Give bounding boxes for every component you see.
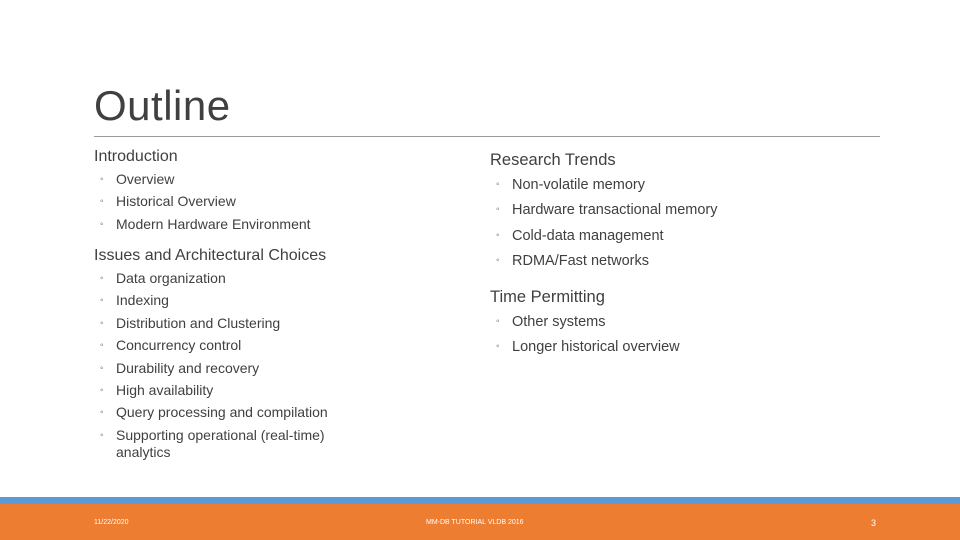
list-item: ◦ Longer historical overview [490,338,680,363]
bullet-icon: ◦ [100,340,104,352]
list-item-label: Data organization [116,270,226,286]
bullet-icon: ◦ [100,196,104,208]
page-number: 3 [871,518,877,528]
bullet-icon: ◦ [496,254,500,266]
bullet-icon: ◦ [496,316,500,327]
section-heading-issues: Issues and Architectural Choices [94,247,327,264]
footer-band [0,497,960,540]
bullet-icon: ◦ [100,407,104,419]
bullet-icon: ◦ [100,429,104,441]
list-item-label: Cold-data management [512,227,664,244]
bullet-icon: ◦ [100,218,104,230]
list-item-label: High availability [116,381,214,398]
bullet-icon: ◦ [496,229,500,241]
list-item-label: Other systems [512,314,606,330]
list-item-label: Query processing and compilation [116,404,328,421]
footer-title: MM-DB TUTORIAL VLDB 2016 [426,519,524,526]
list-item: ◦ Indexing [94,292,356,314]
list-item: ◦ Overview [94,171,311,193]
slide-title: Outline [94,82,231,129]
list-item: ◦ Query processing and compilation [94,404,356,426]
bullet-icon: ◦ [100,362,104,374]
introduction-list: ◦ Overview ◦ Historical Overview ◦ Modern H… [94,171,311,238]
list-item-label: Non-volatile memory [512,177,645,193]
research-trends-list: ◦ Non-volatile memory ◦ Hardware transacti… [490,176,718,277]
list-item: ◦ Modern Hardware Environment [94,216,311,238]
title-divider [94,136,880,137]
list-item: ◦ High availability [94,382,356,404]
bullet-icon: ◦ [100,295,104,307]
list-item-label: Hardware transactional memory [512,202,718,219]
list-item: ◦ Cold-data management [490,227,718,252]
list-item-label: Longer historical overview [512,339,680,356]
list-item: ◦ Data organization [94,270,356,292]
time-permitting-list: ◦ Other systems ◦ Longer historical overvi… [490,313,680,364]
list-item-label: Supporting operational (real-time) analy… [116,426,325,460]
list-item: ◦ Non-volatile memory [490,176,718,201]
list-item-label: Indexing [116,292,169,309]
section-heading-introduction: Introduction [94,148,178,165]
list-item-label: Durability and recovery [116,359,260,376]
bullet-icon: ◦ [100,384,104,396]
section-heading-time-permitting: Time Permitting [490,288,605,306]
list-item: ◦ Other systems [490,313,680,338]
list-item: ◦ Concurrency control [94,337,356,359]
list-item: ◦ Supporting operational (real-time) anal… [94,427,356,461]
list-item-label: Concurrency control [116,337,242,354]
bullet-icon: ◦ [100,174,104,185]
list-item: ◦ Distribution and Clustering [94,315,356,337]
list-item: ◦ Historical Overview [94,193,311,215]
issues-list: ◦ Data organization ◦ Indexing ◦ Distributi… [94,270,356,461]
list-item: ◦ Hardware transactional memory [490,201,718,226]
list-item: ◦ Durability and recovery [94,360,356,382]
list-item-label: Overview [116,171,175,187]
list-item: ◦ RDMA/Fast networks [490,252,718,277]
bullet-icon: ◦ [100,273,104,284]
bullet-icon: ◦ [496,179,500,190]
bullet-icon: ◦ [100,317,104,329]
section-heading-research-trends: Research Trends [490,151,616,169]
footer-date: 11/22/2020 [94,519,129,526]
list-item-label: Modern Hardware Environment [116,215,311,232]
bullet-icon: ◦ [496,341,500,353]
list-item-label: Distribution and Clustering [116,314,281,331]
bullet-icon: ◦ [496,204,500,216]
footer-accent-stripe [0,497,960,504]
list-item-label: Historical Overview [116,193,236,210]
list-item-label: RDMA/Fast networks [512,252,649,269]
